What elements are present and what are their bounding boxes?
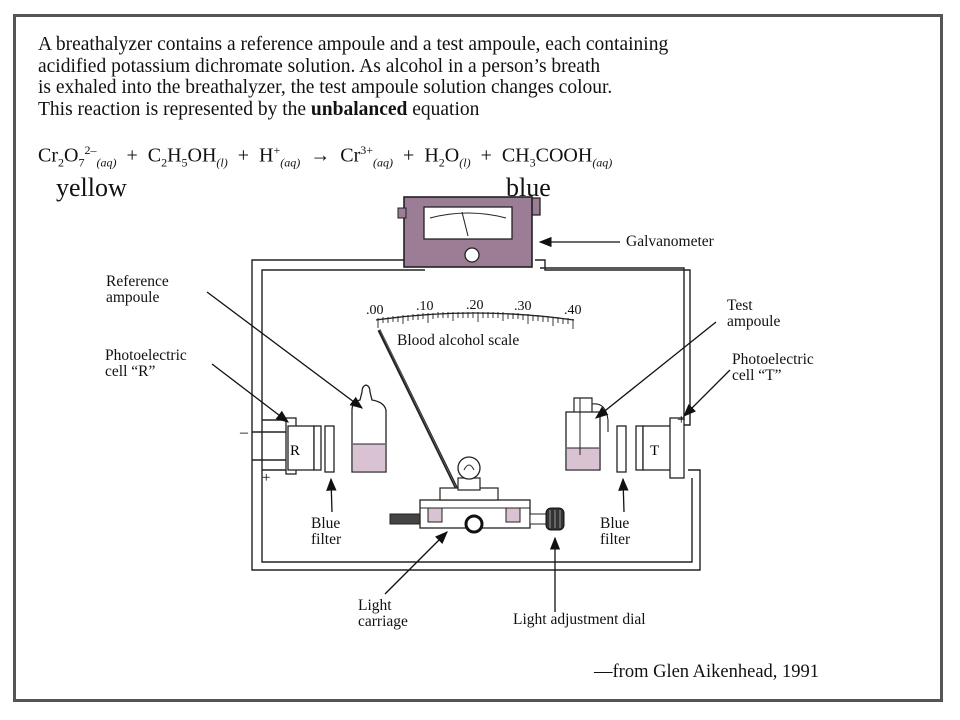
eq-ethanol: C [147,144,162,167]
eq-sub: 7 [78,155,85,170]
eq-part: O [64,144,79,167]
blood-alcohol-scale [375,312,575,329]
leader-arrows [206,291,731,612]
reference-ampoule-label-line: Reference [106,273,169,290]
eq-sub: 3 [529,155,536,170]
intro-line-3: is exhaled into the breathalyzer, the te… [38,77,613,98]
blue-filter-left [324,425,335,473]
eq-arrow: → [310,144,331,167]
blue-filter-right [616,425,627,473]
scale-tick-label: .10 [416,299,434,314]
eq-state: (aq) [592,155,613,170]
blue-filter-label-line: filter [311,531,342,548]
intro-line-4: This reaction is represented by the unba… [38,99,668,121]
eq-dichromate: Cr [38,144,58,167]
eq-state: (l) [459,155,471,170]
light-carriage [389,456,549,534]
galvanometer-label: Galvanometer [626,233,714,250]
blue-filter-left-label: Blue filter [311,516,341,548]
light-carriage-label-line: carriage [358,613,408,630]
photocell-r: R [285,417,322,475]
scale-tick-label: .00 [366,303,384,318]
eq-sub: 2 [438,155,445,170]
photocell-r-label-line: Photoelectric [105,347,187,364]
eq-state: (l) [216,155,228,170]
eq-part: OH [187,144,217,167]
yellow-label: yellow [56,173,127,202]
galvanometer [397,196,541,268]
blood-alcohol-scale-label: Blood alcohol scale [397,332,520,349]
eq-sub: 5 [181,155,188,170]
cell-t-plus: + [677,412,685,428]
eq-part: O [444,144,460,167]
reference-ampoule-label-line: ampoule [106,289,160,306]
intro-line-2: acidified potassium dichromate solution.… [38,55,601,77]
intro-text: A breathalyzer contains a reference ampo… [38,34,668,120]
cell-r-minus: – [239,424,249,441]
eq-part: H [167,144,182,167]
eq-hydrogen-ion: H [259,144,274,167]
eq-charge: 2– [84,143,97,157]
blue-filter-right-label: Blue filter [600,516,630,548]
light-carriage-label: Light carriage [358,598,408,630]
intro-line-4-end: equation [407,98,480,120]
photocell-r-label-line: cell “R” [105,363,156,380]
light-dial-label: Light adjustment dial [513,611,646,628]
unbalanced-word: unbalanced [310,98,408,120]
slide-frame [13,14,943,702]
eq-part: COOH [535,144,593,167]
eq-state: (aq) [373,155,394,170]
cell-r-plus: + [262,470,270,486]
test-ampoule [565,397,609,471]
intro-line-1: A breathalyzer contains a reference ampo… [38,34,669,55]
scale-tick-label: .20 [466,298,484,313]
blue-filter-label-line: Blue [600,515,630,532]
eq-sub: 2 [58,155,64,170]
intro-line-4-start: This reaction is represented by the [38,98,311,120]
photocell-t-label: Photoelectric cell “T” [732,352,814,384]
light-adjustment-dial [545,507,565,531]
photocell-t-label-line: Photoelectric [732,351,814,368]
eq-charge: 3+ [360,143,374,157]
test-ampoule-label-line: ampoule [727,313,781,330]
eq-water: H [424,144,439,167]
photocell-r-label: Photoelectric cell “R” [105,348,187,380]
eq-plus: + [126,144,138,167]
blue-filter-label-line: Blue [311,515,341,532]
eq-state: (aq) [96,155,117,170]
scale-tick-label: .30 [514,299,532,314]
reference-ampoule-label: Reference ampoule [106,274,169,306]
photocell-t: T [635,417,685,479]
circuit-wires [251,259,701,571]
eq-plus: + [237,144,250,167]
test-ampoule-label: Test ampoule [727,298,780,330]
eq-sub: 2 [161,155,168,170]
test-ampoule-label-line: Test [727,297,753,314]
eq-plus: + [480,144,492,167]
blue-filter-label-line: filter [600,531,631,548]
eq-state: (aq) [280,155,301,170]
eq-chromium-ion: Cr [340,144,361,167]
scale-tick-label: .40 [564,303,582,318]
eq-charge: + [273,143,281,157]
photocell-t-label-line: cell “T” [732,367,782,384]
light-carriage-label-line: Light [358,597,392,614]
source-credit: —from Glen Aikenhead, 1991 [594,662,820,682]
eq-acetic-acid: CH [501,144,530,167]
eq-plus: + [403,144,415,167]
cell-r-letter: R [290,443,300,459]
cell-t-letter: T [650,443,659,459]
chemical-equation: Cr2O72–(aq) + C2H5OH(l) + H+(aq) → Cr3+(… [38,143,612,171]
reference-ampoule [351,384,387,473]
